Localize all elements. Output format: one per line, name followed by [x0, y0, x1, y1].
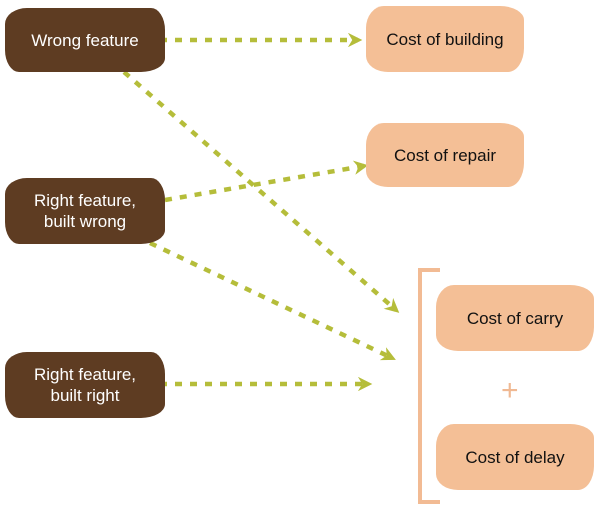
cost-of-delay: Cost of delay — [436, 424, 594, 490]
plus-sign: + — [501, 374, 519, 407]
cost-of-delay-label: Cost of delay — [465, 447, 565, 467]
cost-of-building-label: Cost of building — [386, 29, 504, 49]
source-built-wrong-label: Right feature, built wrong — [33, 191, 137, 231]
arrow-built-wrong-to-repair — [164, 160, 369, 203]
cost-of-repair: Cost of repair — [366, 123, 524, 187]
cost-of-carry-label: Cost of carry — [466, 308, 564, 328]
arrow-wrong-to-carry — [122, 70, 400, 313]
source-right-feature-built-wrong: Right feature, built wrong — [5, 178, 165, 244]
cost-of-building: Cost of building — [366, 6, 524, 72]
source-wrong-feature: Wrong feature — [5, 8, 165, 72]
cost-of-carry: Cost of carry — [436, 285, 594, 351]
cost-of-repair-label: Cost of repair — [393, 145, 497, 165]
source-built-right-label: Right feature, built right — [33, 365, 137, 405]
source-right-feature-built-right: Right feature, built right — [5, 352, 165, 418]
arrow-built-wrong-to-group — [149, 240, 396, 361]
source-wrong-feature-label: Wrong feature — [31, 30, 139, 50]
